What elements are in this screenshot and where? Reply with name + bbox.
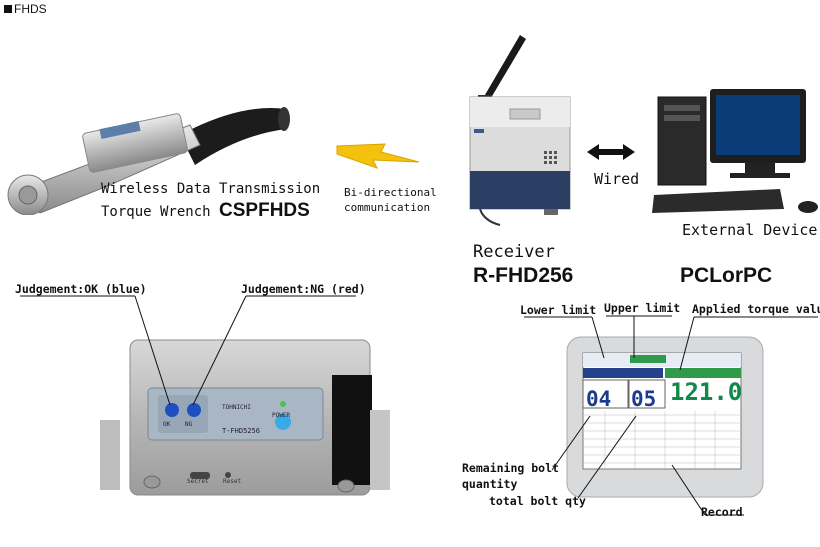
external-device-model: PCLorPC — [680, 264, 773, 287]
device-brand: TOHNICHI — [222, 404, 251, 411]
record-label: Record — [701, 505, 743, 519]
wrench-description-line2: Torque Wrench CSPFHDS — [101, 200, 310, 221]
ng-led-label: NG — [185, 421, 193, 428]
link-label-line2: communication — [344, 201, 431, 214]
link-label-line1: Bi-directional — [344, 186, 437, 199]
wrench-description-line1: Wireless Data Transmission — [101, 181, 321, 197]
external-device-image — [652, 89, 818, 213]
applied-torque-value: 121.0 — [670, 378, 743, 406]
lower-limit-label: Lower limit — [520, 303, 597, 317]
ok-led-label: OK — [163, 421, 171, 428]
device-closeup-image — [100, 339, 390, 496]
receiver-image — [469, 35, 571, 226]
external-device-label: External Device — [682, 221, 818, 239]
remaining-bolt-label-line2: quantity — [462, 477, 518, 491]
power-label: POWER — [272, 412, 291, 419]
page-header: FHDS — [4, 2, 47, 16]
upper-limit-label: Upper limit — [604, 301, 681, 315]
wireless-signal-icon — [336, 143, 420, 169]
double-arrow-icon — [587, 144, 635, 160]
square-bullet-icon — [4, 5, 12, 13]
judgement-ok-label: Judgement:OK (blue) — [15, 282, 147, 296]
device-secret-label: Secret — [187, 478, 209, 485]
judgement-ng-label: Judgement:NG (red) — [241, 282, 366, 296]
total-bolt-value: 05 — [631, 387, 657, 411]
wrench-type-label: Torque Wrench — [101, 204, 211, 220]
torque-wrench-image — [7, 107, 290, 215]
device-model: T-FHD5256 — [222, 427, 260, 435]
receiver-label: Receiver — [473, 242, 555, 262]
device-reset-label: Reset — [223, 478, 242, 485]
wrench-model: CSPFHDS — [219, 200, 310, 221]
total-bolt-label: total bolt qty — [489, 494, 586, 508]
applied-torque-label: Applied torque value — [692, 302, 820, 316]
wired-label: Wired — [594, 170, 640, 188]
remaining-bolt-value: 04 — [586, 387, 612, 411]
remaining-bolt-label-line1: Remaining bolt — [462, 461, 559, 475]
touch-panel-image — [566, 336, 764, 498]
page-title: FHDS — [14, 2, 47, 16]
receiver-model: R-FHD256 — [473, 264, 574, 287]
